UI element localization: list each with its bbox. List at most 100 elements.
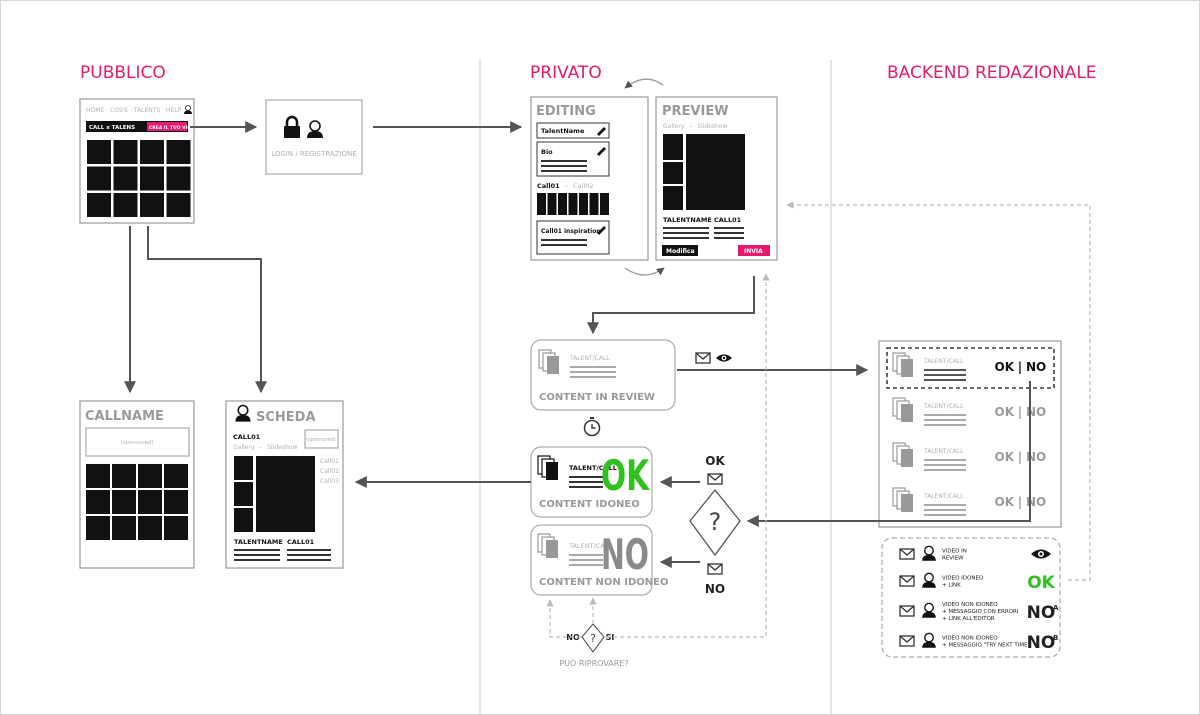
thumbnail[interactable]	[113, 193, 138, 217]
thumbnail[interactable]	[140, 166, 164, 191]
thumbnail[interactable]	[166, 140, 191, 164]
backend-selected-item	[886, 347, 1055, 389]
scheda-sponsored: (sponsored)	[306, 437, 336, 443]
thumbnail[interactable]	[164, 516, 188, 540]
arrow-legend-to-preview	[786, 201, 1091, 581]
backend-ok-button[interactable]: OK	[995, 405, 1015, 419]
backend-no-button[interactable]: NO	[1026, 495, 1046, 509]
scheda-title: SCHEDA	[256, 410, 316, 425]
svg-text:Call01 – Call02: Call01 – Call02	[537, 182, 593, 190]
thumbnail[interactable]	[112, 490, 136, 514]
legend-line: + MESSAGGIO "TRY NEXT TIME"	[942, 643, 1030, 649]
scheda-call-2: Call02	[320, 468, 339, 475]
backend-row-tag: TALENT/CALL	[923, 493, 964, 500]
home-cta-label: CREA IL TUO VIDEO	[149, 125, 198, 131]
home-thumbnail-grid	[87, 140, 191, 217]
thumbnail[interactable]	[87, 166, 111, 191]
thumbnail[interactable]	[112, 516, 136, 540]
thumbnail[interactable]	[166, 193, 191, 217]
thumbnail[interactable]	[166, 166, 191, 191]
thumbnail[interactable]	[86, 490, 110, 514]
scheda-screen[interactable]: SCHEDA CALL01 Gallery – Slideshow (spons…	[225, 400, 344, 569]
thumbnail[interactable]	[558, 193, 567, 215]
arrow-editing-to-preview	[624, 267, 665, 276]
login-screen[interactable]: LOGIN / REGISTRAZIONE	[265, 99, 363, 175]
eye-icon	[716, 354, 732, 362]
home-cta-button[interactable]	[147, 122, 187, 131]
legend-line: VIDEO NON IDONEO	[942, 602, 998, 608]
svg-text:Gallery – Slidesho: Gallery – Slideshow	[233, 444, 297, 451]
preview-modifica-button[interactable]	[662, 245, 698, 256]
thumbnail[interactable]	[600, 193, 609, 215]
retry-question: ?	[590, 632, 596, 645]
preview-screen[interactable]: PREVIEW Gallery – Slideshow TALENTNAME C…	[655, 96, 778, 261]
arrow-preview-to-review	[587, 276, 755, 335]
thumbnail[interactable]	[112, 464, 136, 488]
thumbnail[interactable]	[589, 193, 599, 215]
preview-title: PREVIEW	[662, 104, 729, 119]
backend-no-button[interactable]: NO	[1026, 450, 1046, 464]
content-idoneo[interactable]: TALENT/CALL OK CONTENT IDONEO	[530, 446, 653, 518]
thumbnail[interactable]	[140, 193, 164, 217]
arrow-home-to-scheda	[147, 226, 267, 394]
scheda-call01: CALL01	[233, 433, 261, 441]
backend-ok-button[interactable]: OK	[995, 495, 1015, 509]
home-nav: HOME · COS'È · TALENTS · HELP	[86, 106, 182, 114]
non-idoneo-label: CONTENT NON IDONEO	[539, 577, 668, 588]
editing-call2: Call02	[573, 182, 593, 190]
thumbnail[interactable]	[138, 516, 162, 540]
retry-label: PUÒ RIPROVARE?	[559, 657, 628, 668]
backend-separator: |	[1018, 495, 1022, 509]
backend-no-button[interactable]: NO	[1026, 360, 1046, 374]
backend-ok-button[interactable]: OK	[995, 450, 1015, 464]
thumbnail[interactable]	[164, 490, 188, 514]
preview-gallery: Gallery	[663, 123, 685, 130]
content-non-idoneo[interactable]: TALENT/CALL NO CONTENT NON IDONEO	[530, 524, 668, 596]
thumbnail[interactable]	[87, 140, 111, 164]
legend-symbol: NO	[1027, 633, 1056, 653]
backend-separator: |	[1018, 360, 1022, 374]
idoneo-label: CONTENT IDONEO	[539, 499, 640, 510]
legend-line: + MESSAGGIO CON ERRORI	[942, 609, 1019, 615]
thumbnail[interactable]	[568, 193, 578, 215]
thumbnail[interactable]	[138, 464, 162, 488]
thumbnail[interactable]	[113, 166, 138, 191]
arrow-retry-si	[606, 273, 770, 638]
thumbnail[interactable]	[140, 140, 164, 164]
decision-question: ?	[709, 508, 722, 536]
legend-line: + LINK	[942, 583, 961, 589]
thumbnail[interactable]	[113, 140, 138, 164]
thumbnail[interactable]	[86, 464, 110, 488]
editing-screen[interactable]: EDITING TalentName Bio Call01 – Call02 C…	[530, 96, 649, 261]
legend-superscript: B	[1053, 634, 1058, 642]
preview-invia-button[interactable]	[738, 245, 770, 256]
login-label: LOGIN / REGISTRAZIONE	[271, 150, 357, 158]
callname-title: CALLNAME	[85, 409, 164, 424]
thumbnail[interactable]	[547, 193, 557, 215]
section-title-backend: BACKEND REDAZIONALE	[887, 63, 1097, 83]
thumbnail[interactable]	[87, 193, 111, 217]
scheda-call-1: Call01	[320, 458, 339, 465]
thumbnail[interactable]	[579, 193, 588, 215]
home-call-label: CALL x TALENS	[89, 125, 135, 131]
content-in-review[interactable]: TALENT/CALL CONTENT IN REVIEW	[530, 339, 676, 411]
editing-call-sep: –	[565, 182, 568, 190]
legend-line: VIDEO IDONEO	[942, 576, 984, 582]
thumbnail[interactable]	[138, 490, 162, 514]
thumbnail[interactable]	[537, 193, 546, 215]
home-screen[interactable]: HOME · COS'È · TALENTS · HELP CALL x TAL…	[79, 98, 198, 224]
mail-icon	[899, 575, 915, 587]
retry-node: NO ? SI PUÒ RIPROVARE?	[559, 623, 629, 668]
preview-slideshow: Slideshow	[697, 123, 727, 130]
thumbnail[interactable]	[86, 516, 110, 540]
callname-screen[interactable]: CALLNAME (sponsored)	[79, 400, 195, 569]
backend-no-button[interactable]: NO	[1026, 405, 1046, 419]
thumbnail[interactable]	[164, 464, 188, 488]
idoneo-tag: TALENT/CALL	[569, 464, 617, 472]
scheda-talentname: TALENTNAME	[234, 538, 283, 546]
backend-ok-button[interactable]: OK	[995, 360, 1015, 374]
flow-arrows	[124, 121, 1031, 568]
backend-row-tag: TALENT/CALL	[923, 358, 964, 365]
